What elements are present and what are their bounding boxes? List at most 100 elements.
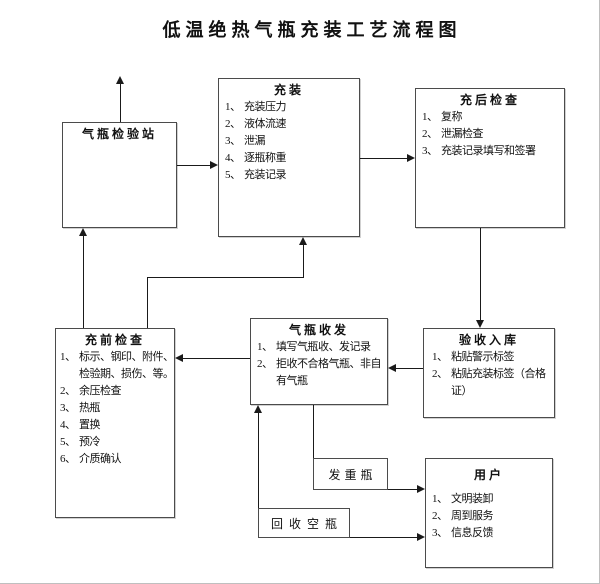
item-number: 1、 <box>432 493 448 505</box>
line-receive-to-precheck <box>183 358 250 359</box>
box-filling-items: 1、充装压力 2、液体流速 3、泄漏 4、逐瓶称重 5、充装记录 <box>219 98 359 184</box>
box-post-check-items: 1、复称 2、泄漏检查 3、充装记录填写和签署 <box>416 108 564 160</box>
item-text: 粘贴警示标签 <box>451 351 515 363</box>
line-precheck-to-filling-up <box>303 245 304 278</box>
box-filling-title: 充装 <box>273 83 304 97</box>
box-user: 用户 1、文明装卸 2、周到服务 3、信息反馈 <box>425 458 553 568</box>
list-item: 5、充装记录 <box>225 167 359 184</box>
item-number: 2、 <box>422 128 438 140</box>
line-dispatchfull-to-user <box>388 489 417 490</box>
label-dispatch-full: 发重瓶 <box>313 458 388 490</box>
box-user-items: 1、文明装卸 2、周到服务 3、信息反馈 <box>426 490 552 542</box>
item-text: 介质确认 <box>79 453 122 465</box>
item-text: 标示、钢印、附件、检验期、损伤、等。 <box>79 351 174 380</box>
box-post-check: 充后检查 1、复称 2、泄漏检查 3、充装记录填写和签署 <box>415 88 565 228</box>
list-item: 2、泄漏检查 <box>422 126 564 143</box>
item-text: 热瓶 <box>79 402 101 414</box>
item-text: 充装记录填写和签署 <box>441 145 536 157</box>
item-text: 填写气瓶收、发记录 <box>276 341 371 353</box>
list-item: 2、余压检查 <box>60 383 174 400</box>
arrow-station-up <box>116 76 124 84</box>
arrow-into-filling-bottom <box>299 237 307 245</box>
item-number: 3、 <box>432 527 448 539</box>
item-text: 拒收不合格气瓶、非自有气瓶 <box>276 358 382 387</box>
item-text: 粘贴充装标签（合格证） <box>451 368 546 397</box>
label-recover-empty: 回收空瓶 <box>258 508 350 538</box>
list-item: 2、液体流速 <box>225 116 359 133</box>
box-receive-dispatch-items: 1、填写气瓶收、发记录 2、拒收不合格气瓶、非自有气瓶 <box>251 338 387 390</box>
item-text: 文明装卸 <box>451 493 494 505</box>
item-number: 1、 <box>432 351 448 363</box>
box-acceptance-items: 1、粘贴警示标签 2、粘贴充装标签（合格证） <box>424 348 554 400</box>
box-receive-dispatch: 气瓶收发 1、填写气瓶收、发记录 2、拒收不合格气瓶、非自有气瓶 <box>250 318 388 405</box>
list-item: 1、文明装卸 <box>432 491 552 508</box>
arrow-into-receive-bottom <box>254 405 262 413</box>
line-acceptance-to-receive <box>396 368 423 369</box>
item-text: 充装记录 <box>244 169 287 181</box>
item-text: 泄漏 <box>244 135 266 147</box>
line-receive-to-dispatchfull <box>313 405 314 458</box>
box-acceptance: 验收入库 1、粘贴警示标签 2、粘贴充装标签（合格证） <box>423 328 555 418</box>
list-item: 3、泄漏 <box>225 133 359 150</box>
item-number: 3、 <box>422 145 438 157</box>
box-acceptance-title: 验收入库 <box>458 333 519 347</box>
line-station-to-filling <box>177 165 210 166</box>
item-number: 4、 <box>225 152 241 164</box>
item-number: 2、 <box>60 385 76 397</box>
list-item: 3、充装记录填写和签署 <box>422 143 564 160</box>
box-user-title: 用户 <box>473 468 504 482</box>
box-pre-check: 充前检查 1、标示、钢印、附件、检验期、损伤、等。 2、余压检查 3、热瓶 4、… <box>55 328 175 518</box>
line-station-up <box>120 84 121 122</box>
list-item: 2、拒收不合格气瓶、非自有气瓶 <box>257 356 387 390</box>
item-number: 1、 <box>257 341 273 353</box>
list-item: 6、介质确认 <box>60 451 174 468</box>
item-text: 液体流速 <box>244 118 287 130</box>
item-number: 5、 <box>225 169 241 181</box>
arrow-into-user-lower <box>417 533 425 541</box>
box-filling: 充装 1、充装压力 2、液体流速 3、泄漏 4、逐瓶称重 5、充装记录 <box>218 78 360 237</box>
item-text: 置换 <box>79 419 101 431</box>
list-item: 1、充装压力 <box>225 99 359 116</box>
item-number: 2、 <box>225 118 241 130</box>
list-item: 2、周到服务 <box>432 508 552 525</box>
arrow-into-postcheck-left <box>407 154 415 162</box>
arrow-into-acceptance-top <box>476 320 484 328</box>
list-item: 1、填写气瓶收、发记录 <box>257 339 387 356</box>
arrow-into-receive-right <box>388 364 396 372</box>
item-number: 4、 <box>60 419 76 431</box>
item-number: 2、 <box>432 510 448 522</box>
item-number: 5、 <box>60 436 76 448</box>
item-text: 逐瓶称重 <box>244 152 287 164</box>
list-item: 1、粘贴警示标签 <box>432 349 554 366</box>
list-item: 4、逐瓶称重 <box>225 150 359 167</box>
item-text: 周到服务 <box>451 510 494 522</box>
box-receive-dispatch-title: 气瓶收发 <box>288 323 349 337</box>
arrow-into-user-upper <box>417 485 425 493</box>
item-number: 3、 <box>60 402 76 414</box>
item-text: 预冷 <box>79 436 101 448</box>
box-pre-check-items: 1、标示、钢印、附件、检验期、损伤、等。 2、余压检查 3、热瓶 4、置换 5、… <box>56 348 174 468</box>
line-precheck-to-filling-across <box>147 277 304 278</box>
item-text: 充装压力 <box>244 101 287 113</box>
box-inspection-station-title: 气瓶检验站 <box>81 127 157 141</box>
arrow-into-precheck-right <box>175 354 183 362</box>
list-item: 1、复称 <box>422 109 564 126</box>
list-item: 3、热瓶 <box>60 400 174 417</box>
line-recover-vertical <box>258 413 259 537</box>
line-precheck-to-filling-rise <box>147 277 148 328</box>
box-inspection-station: 气瓶检验站 <box>62 122 177 228</box>
list-item: 3、信息反馈 <box>432 525 552 542</box>
box-post-check-title: 充后检查 <box>459 93 520 107</box>
list-item: 5、预冷 <box>60 434 174 451</box>
item-number: 3、 <box>225 135 241 147</box>
item-number: 1、 <box>60 351 76 363</box>
item-number: 2、 <box>257 358 273 370</box>
item-number: 6、 <box>60 453 76 465</box>
item-number: 2、 <box>432 368 448 380</box>
box-pre-check-title: 充前检查 <box>84 333 145 347</box>
list-item: 4、置换 <box>60 417 174 434</box>
item-number: 1、 <box>422 111 438 123</box>
item-text: 余压检查 <box>79 385 122 397</box>
list-item: 1、标示、钢印、附件、检验期、损伤、等。 <box>60 349 174 383</box>
